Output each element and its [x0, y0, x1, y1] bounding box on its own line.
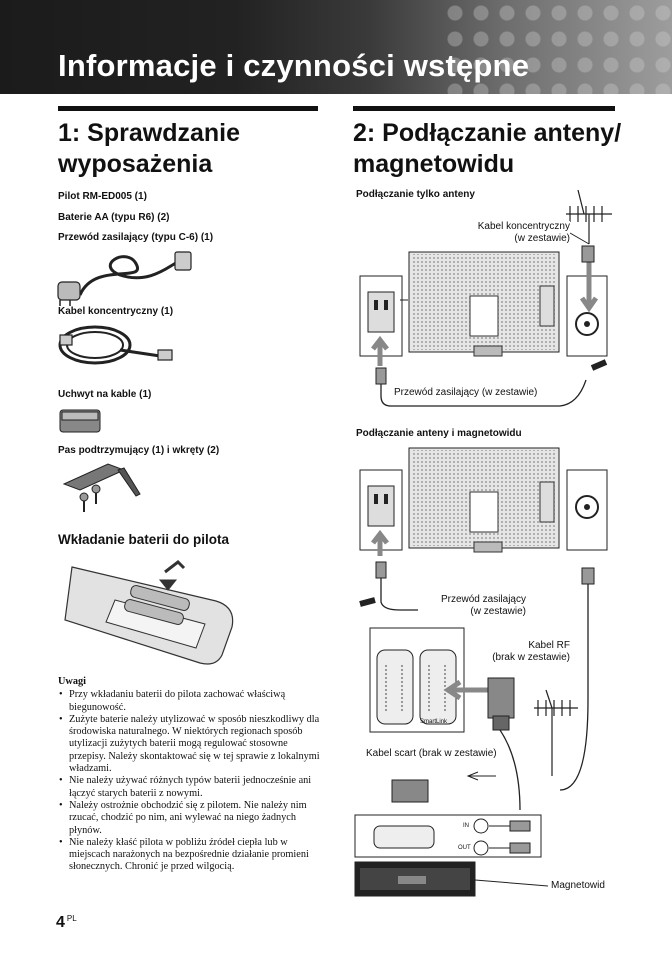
note-item: Nie należy kłaść pilota w pobliżu źródeł… [58, 837, 320, 874]
page-number-value: 4 [56, 914, 65, 931]
section2-title-line2: magnetowidu [353, 150, 515, 178]
battery-section-title: Wkładanie baterii do pilota [58, 532, 230, 547]
label-smartlink: SmartLink [420, 719, 448, 725]
label-scart: Kabel scart (brak w zestawie) [366, 748, 497, 760]
label-coax [569, 232, 590, 245]
label-coax-line2: (w zestawie) [460, 233, 570, 245]
notes-heading: Uwagi [58, 676, 87, 687]
note-item: Zużyte baterie należy utylizować w sposó… [58, 714, 320, 775]
diagram-antenna-vcr [354, 447, 608, 897]
page-language: PL [66, 914, 77, 923]
coax-cable-illustration [58, 325, 173, 365]
sub-antenna-only: Podłączanie tylko anteny [356, 189, 475, 200]
item-batteries: Baterie AA (typu R6) (2) [58, 212, 170, 223]
label-rf-line1: Kabel RF [470, 640, 570, 652]
label-vcr: Magnetowid [551, 880, 605, 892]
section2-title-line1: 2: Podłączanie anteny/ [353, 119, 622, 147]
section1-title-line1: 1: Sprawdzanie [58, 119, 240, 147]
note-item: Przy wkładaniu baterii do pilota zachowa… [58, 689, 320, 714]
header-dot-pattern [442, 0, 672, 94]
label-vcr-out: OUT [458, 845, 471, 851]
page-header-band: Informacje i czynności wstępne [0, 0, 672, 94]
diagram-antenna-only [359, 189, 612, 407]
section1-title-line2: wyposażenia [58, 150, 213, 178]
note-item: Należy ostrożnie obchodzić się z pilotem… [58, 800, 320, 837]
label-power-cord: Przewód zasilający (w zestawie) [394, 387, 538, 399]
sub-antenna-vcr: Podłączanie anteny i magnetowidu [356, 428, 522, 439]
remote-battery-illustration [64, 560, 234, 665]
item-support-belt: Pas podtrzymujący (1) i wkręty (2) [58, 445, 220, 456]
section1-rule [58, 106, 318, 111]
section2-rule [353, 106, 615, 111]
antenna-icon [566, 189, 612, 244]
label-vcr-in: IN [463, 823, 469, 829]
page-title: Informacje i czynności wstępne [58, 48, 530, 83]
label-power2-line1: Przewód zasilający [418, 594, 526, 606]
item-coax-cable: Kabel koncentryczny (1) [58, 306, 174, 317]
item-remote: Pilot RM-ED005 (1) [58, 191, 147, 202]
label-power2-line2: (w zestawie) [418, 606, 526, 618]
item-cable-holder: Uchwyt na kable (1) [58, 389, 152, 400]
note-item: Nie należy używać różnych typów baterii … [58, 775, 320, 800]
support-belt-illustration [62, 463, 141, 512]
item-power-cord: Przewód zasilający (typu C-6) (1) [58, 232, 214, 243]
label-rf-line2: (brak w zestawie) [470, 652, 570, 664]
label-coax-line1: Kabel koncentryczny [460, 221, 570, 233]
power-cord-illustration [57, 251, 192, 306]
notes-block: Uwagi Przy wkładaniu baterii do pilota z… [58, 676, 320, 874]
cable-holder-illustration [59, 409, 101, 433]
